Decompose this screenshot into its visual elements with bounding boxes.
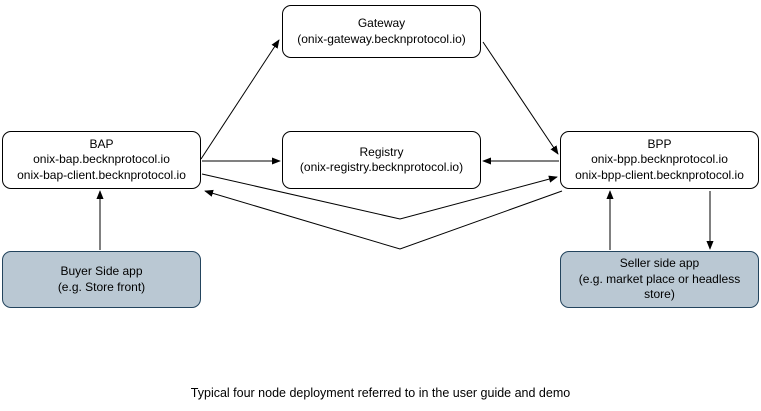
node-seller-side-app: Seller side app (e.g. market place or he… — [560, 251, 759, 308]
node-registry: Registry (onix-registry.becknprotocol.io… — [282, 131, 481, 189]
node-bap-domain: onix-bap.becknprotocol.io — [33, 152, 170, 167]
node-seller-side-app-example: (e.g. market place or headless store) — [578, 271, 741, 302]
node-bap-client-domain: onix-bap-client.becknprotocol.io — [17, 167, 186, 182]
edge-gateway-to-bpp-arrow — [482, 41, 559, 155]
edge-bpp-to-bap-arrow — [204, 189, 563, 250]
node-gateway-title: Gateway — [357, 16, 406, 30]
node-gateway-domain: (onix-gateway.becknprotocol.io) — [297, 31, 466, 46]
node-bap: BAP onix-bap.becknprotocol.io onix-bap-c… — [2, 131, 201, 189]
node-registry-title: Registry — [359, 144, 404, 159]
node-bap-title: BAP — [89, 136, 114, 151]
node-buyer-side-app: Buyer Side app (e.g. Store front) — [2, 251, 201, 308]
node-registry-domain: (onix-registry.becknprotocol.io) — [299, 160, 464, 174]
node-bpp-title: BPP — [647, 136, 672, 151]
node-bpp: BPP onix-bpp.becknprotocol.io onix-bpp-c… — [560, 131, 759, 189]
node-seller-side-app-title: Seller side app — [619, 256, 700, 271]
node-bpp-client-domain: onix-bpp-client.becknprotocol.io — [575, 167, 744, 182]
diagram-caption: Typical four node deployment referred to… — [190, 386, 571, 400]
node-gateway: Gateway (onix-gateway.becknprotocol.io) — [282, 5, 481, 58]
edge-bap-to-gateway-arrow — [200, 39, 280, 160]
node-buyer-side-app-example: (e.g. Store front) — [57, 279, 146, 294]
node-buyer-side-app-title: Buyer Side app — [60, 264, 143, 278]
node-bpp-domain: onix-bpp.becknprotocol.io — [591, 152, 728, 167]
